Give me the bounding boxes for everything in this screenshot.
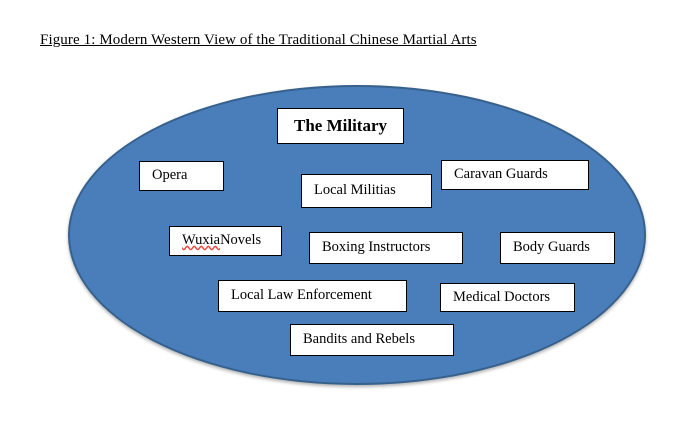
node-local-law-enforcement[interactable]: Local Law Enforcement bbox=[218, 280, 407, 312]
node-label: Medical Doctors bbox=[453, 288, 551, 305]
node-wuxia-novels[interactable]: Wuxia Novels bbox=[169, 226, 282, 256]
node-boxing-instructors[interactable]: Boxing Instructors bbox=[309, 232, 463, 264]
node-label: Boxing Instructors bbox=[322, 239, 431, 256]
node-body-guards[interactable]: Body Guards bbox=[500, 232, 615, 264]
node-label: Local Militias bbox=[314, 182, 396, 199]
node-label: Body Guards bbox=[513, 239, 590, 256]
node-label: Opera bbox=[152, 167, 188, 184]
node-label-misspelled: Wuxia bbox=[182, 232, 221, 249]
node-label: The Military bbox=[293, 115, 387, 135]
node-bandits-and-rebels[interactable]: Bandits and Rebels bbox=[290, 324, 454, 356]
node-label: Bandits and Rebels bbox=[303, 331, 415, 348]
node-local-militias[interactable]: Local Militias bbox=[301, 174, 432, 208]
figure-caption: Figure 1: Modern Western View of the Tra… bbox=[40, 32, 477, 48]
node-label: Local Law Enforcement bbox=[231, 287, 372, 304]
node-label: Novels bbox=[220, 232, 262, 249]
node-label: Caravan Guards bbox=[454, 166, 548, 183]
node-caravan-guards[interactable]: Caravan Guards bbox=[441, 160, 589, 190]
node-opera[interactable]: Opera bbox=[139, 161, 224, 191]
node-the-military[interactable]: The Military bbox=[277, 108, 404, 144]
node-medical-doctors[interactable]: Medical Doctors bbox=[440, 283, 575, 312]
